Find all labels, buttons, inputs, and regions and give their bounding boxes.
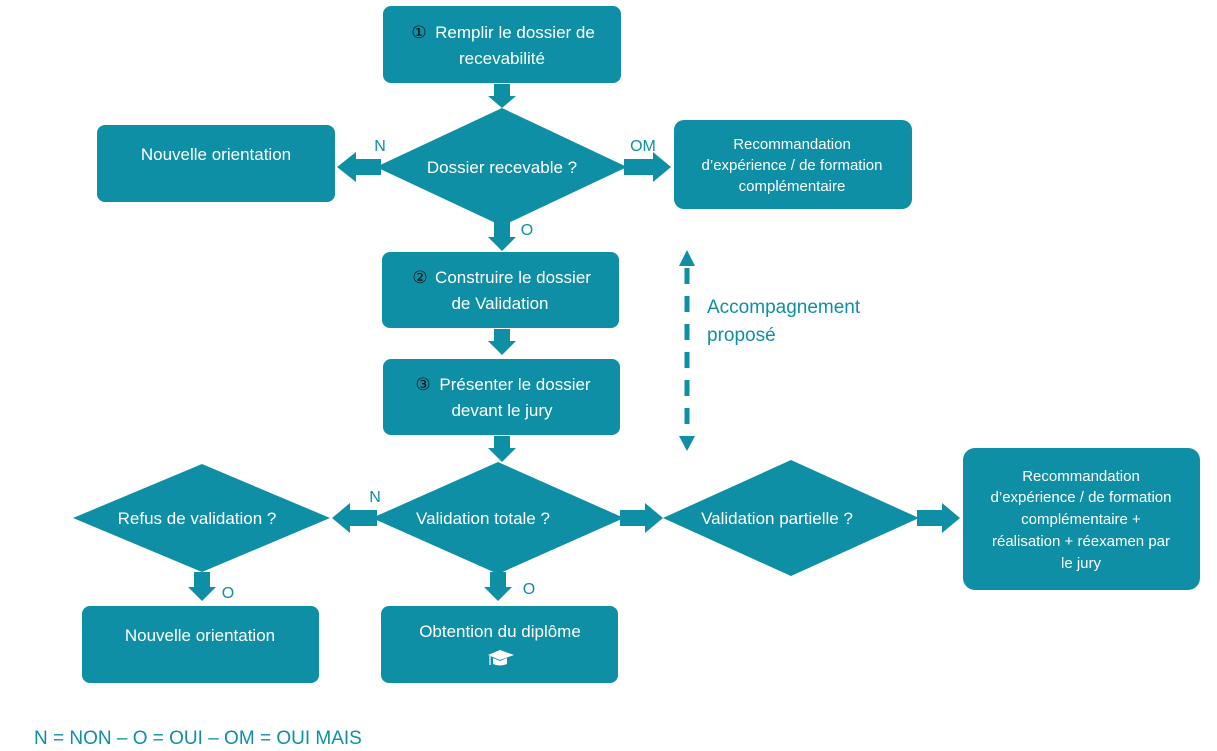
edge-label-refus-yes: O	[222, 585, 234, 602]
decision-refus-label: Refus de validation ?	[118, 509, 277, 528]
step1-line2: recevabilité	[459, 49, 545, 68]
step1-line1: Remplir le dossier de	[435, 23, 595, 42]
orientation-top-label: Nouvelle orientation	[141, 145, 291, 164]
recommandation-top-line2: d’expérience / de formation	[702, 157, 883, 174]
step1-box: ① Remplir le dossier de recevabilité	[383, 6, 621, 83]
decision-recevable-label: Dossier recevable ?	[427, 158, 577, 177]
recommandation-top-line1: Recommandation	[733, 136, 851, 153]
step3-box: ③ Présenter le dossier devant le jury	[383, 359, 620, 435]
step2-box: ② Construire le dossier de Validation	[382, 252, 619, 328]
decision-recevable: Dossier recevable ?	[376, 108, 627, 226]
edge-label-recevable-om: OM	[630, 138, 656, 155]
diplome-box: Obtention du diplôme	[381, 606, 618, 683]
edge-label-totale-no: N	[369, 489, 381, 506]
step2-line2: de Validation	[451, 294, 548, 313]
step1-number: ①	[411, 23, 426, 43]
legend: N = NON – O = OUI – OM = OUI MAIS	[34, 728, 362, 749]
recommandation-top-line3: complémentaire	[739, 178, 846, 195]
arrow-refus-to-orientation	[188, 572, 216, 601]
step2-line1: Construire le dossier	[435, 268, 591, 287]
arrow-totale-to-refus	[332, 503, 377, 533]
orientation-top-box: Nouvelle orientation	[97, 125, 335, 202]
step3-number: ③	[415, 375, 430, 395]
graduation-cap-icon	[488, 650, 514, 666]
accompagnement-line1: Accompagnement	[707, 297, 861, 318]
arrow-recevable-to-orientation	[337, 152, 381, 182]
recommandation-bottom-box: Recommandation d’expérience / de formati…	[963, 448, 1200, 590]
recommandation-bottom-line4: réalisation + réexamen par	[992, 533, 1170, 550]
accompagnement-line2: proposé	[707, 325, 776, 346]
arrow-step3-to-totale	[488, 436, 516, 462]
decision-partielle: Validation partielle ?	[663, 460, 919, 576]
orientation-bottom-label: Nouvelle orientation	[125, 626, 275, 645]
edge-label-recevable-no: N	[374, 138, 386, 155]
diplome-label: Obtention du diplôme	[419, 622, 581, 641]
arrow-recevable-to-recommandation	[624, 152, 671, 182]
recommandation-bottom-line3: complémentaire +	[1021, 511, 1141, 528]
arrow-totale-to-diplome	[484, 572, 512, 601]
step3-line2: devant le jury	[451, 401, 553, 420]
recommandation-bottom-line1: Recommandation	[1022, 468, 1140, 485]
arrow-step1-to-recevable	[488, 84, 516, 108]
accompagnement-arrow	[679, 250, 695, 451]
decision-refus: Refus de validation ?	[73, 464, 330, 572]
recommandation-bottom-line5: le jury	[1061, 555, 1102, 572]
decision-partielle-label: Validation partielle ?	[701, 509, 853, 528]
decision-totale: Validation totale ?	[372, 462, 624, 574]
step2-number: ②	[412, 268, 427, 288]
step3-line1: Présenter le dossier	[439, 375, 591, 394]
edge-label-recevable-yes: O	[521, 222, 533, 239]
recommandation-bottom-line2: d’expérience / de formation	[991, 489, 1172, 506]
arrow-step2-to-step3	[488, 329, 516, 355]
arrow-partielle-to-recommandation	[917, 503, 960, 533]
arrow-recevable-to-step2	[488, 222, 516, 251]
arrow-totale-to-partielle	[620, 503, 663, 533]
edge-label-totale-yes: O	[523, 581, 535, 598]
decision-totale-label: Validation totale ?	[416, 509, 550, 528]
orientation-bottom-box: Nouvelle orientation	[82, 606, 319, 683]
recommandation-top-box: Recommandation d’expérience / de formati…	[674, 120, 912, 209]
